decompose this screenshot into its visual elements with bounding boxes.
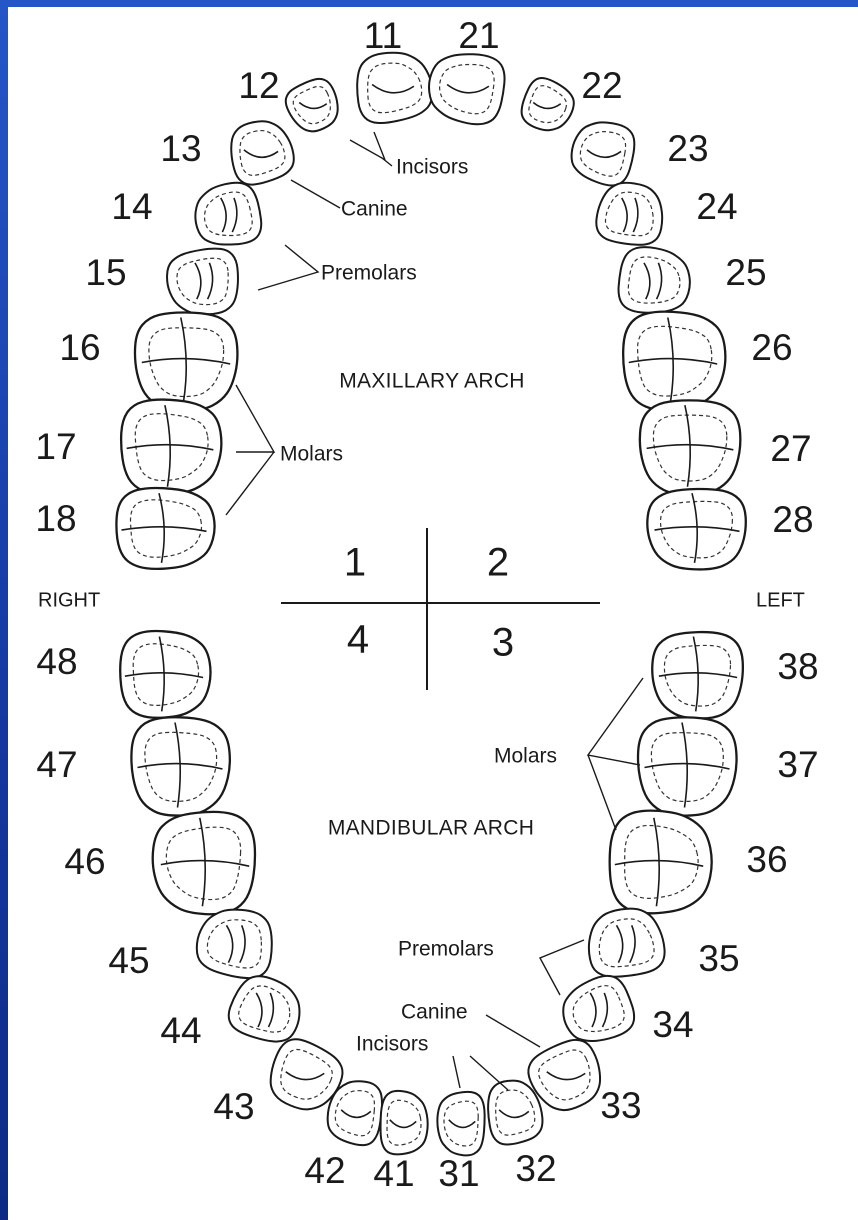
- tooth-number-25: 25: [725, 252, 766, 293]
- tooth-37: [638, 717, 737, 815]
- tooth-number-46: 46: [64, 841, 105, 882]
- quadrant-2-label: 2: [487, 541, 509, 585]
- tooth-44: [229, 976, 300, 1041]
- lower-molars-label: Molars: [494, 745, 557, 768]
- tooth-31: [437, 1092, 484, 1155]
- tooth-45: [197, 910, 272, 978]
- tooth-number-41: 41: [373, 1153, 414, 1194]
- tooth-13: [231, 121, 294, 184]
- tooth-number-21: 21: [458, 15, 499, 56]
- tooth-11: [357, 53, 432, 123]
- tooth-number-34: 34: [652, 1004, 693, 1045]
- tooth-23: [572, 122, 635, 185]
- tooth-46: [153, 812, 255, 914]
- left-side-label: LEFT: [756, 589, 805, 611]
- quadrant-3-label: 3: [492, 621, 514, 665]
- tooth-number-48: 48: [36, 641, 77, 682]
- tooth-number-23: 23: [667, 128, 708, 169]
- upper-incisors-label: Incisors: [396, 156, 468, 179]
- tooth-number-26: 26: [751, 327, 792, 368]
- tooth-number-36: 36: [746, 839, 787, 880]
- tooth-number-32: 32: [515, 1148, 556, 1189]
- lower-premolars-label: Premolars: [398, 938, 494, 961]
- tooth-27: [640, 400, 741, 494]
- tooth-number-13: 13: [160, 128, 201, 169]
- tooth-number-37: 37: [777, 744, 818, 785]
- tooth-number-43: 43: [213, 1086, 254, 1127]
- tooth-number-33: 33: [600, 1085, 641, 1126]
- teeth-layer: [116, 53, 745, 1156]
- tooth-48: [120, 631, 210, 718]
- tooth-12: [286, 79, 338, 132]
- upper-canine-label: Canine: [341, 198, 408, 221]
- tooth-35: [589, 909, 665, 977]
- tooth-number-18: 18: [35, 498, 76, 539]
- tooth-41: [381, 1091, 428, 1155]
- tooth-26: [623, 312, 725, 411]
- tooth-22: [522, 78, 574, 130]
- mandibular-arch-title: MANDIBULAR ARCH: [328, 817, 534, 840]
- tooth-number-24: 24: [696, 186, 737, 227]
- right-side-label: RIGHT: [38, 589, 100, 611]
- tooth-number-27: 27: [770, 428, 811, 469]
- upper-molars-leader: [226, 385, 274, 515]
- tooth-42: [328, 1081, 382, 1145]
- tooth-14: [195, 183, 261, 245]
- tooth-number-16: 16: [59, 327, 100, 368]
- tooth-number-38: 38: [777, 646, 818, 687]
- tooth-number-15: 15: [85, 252, 126, 293]
- maxillary-arch-title: MAXILLARY ARCH: [339, 370, 525, 393]
- tooth-number-31: 31: [438, 1153, 479, 1194]
- quadrant-4-label: 4: [347, 618, 369, 662]
- tooth-17: [121, 400, 221, 495]
- tooth-18: [116, 488, 214, 569]
- tooth-34: [563, 976, 634, 1041]
- upper-canine-leader: [291, 180, 340, 208]
- tooth-38: [652, 632, 743, 718]
- tooth-16: [135, 312, 237, 410]
- tooth-number-22: 22: [581, 65, 622, 106]
- upper-molars-label: Molars: [280, 443, 343, 466]
- lower-canine-leader: [486, 1015, 540, 1047]
- tooth-21: [429, 54, 505, 124]
- tooth-number-42: 42: [304, 1150, 345, 1191]
- tooth-number-47: 47: [36, 744, 77, 785]
- tooth-36: [610, 811, 712, 914]
- tooth-number-44: 44: [160, 1010, 201, 1051]
- tooth-47: [131, 717, 229, 815]
- tooth-15: [167, 249, 238, 315]
- lower-molars-leader: [588, 678, 643, 830]
- tooth-number-45: 45: [108, 940, 149, 981]
- tooth-number-28: 28: [772, 499, 813, 540]
- tooth-number-11: 11: [364, 15, 402, 56]
- tooth-number-17: 17: [35, 426, 76, 467]
- tooth-number-12: 12: [238, 65, 279, 106]
- tooth-28: [647, 489, 745, 569]
- upper-premolars-leader: [258, 245, 318, 290]
- tooth-number-35: 35: [698, 938, 739, 979]
- tooth-number-14: 14: [111, 186, 152, 227]
- lower-canine-label: Canine: [401, 1001, 468, 1024]
- tooth-24: [596, 183, 662, 245]
- lower-incisors-label: Incisors: [356, 1033, 428, 1056]
- quadrant-1-label: 1: [344, 541, 366, 585]
- tooth-25: [619, 247, 690, 313]
- tooth-33: [528, 1040, 600, 1110]
- upper-incisors-leader: [350, 132, 392, 166]
- upper-premolars-label: Premolars: [321, 262, 417, 285]
